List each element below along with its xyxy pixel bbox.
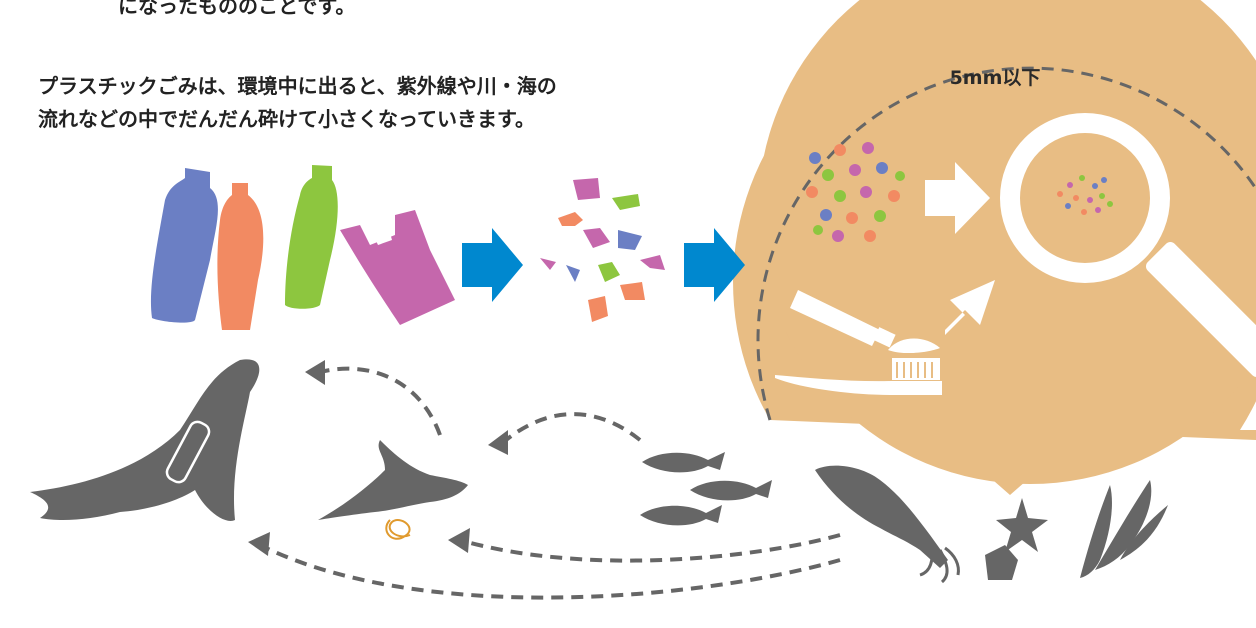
- pebble-icon: [985, 545, 1018, 580]
- seabird-icon: [318, 440, 468, 540]
- small-fragments-icon: [1057, 175, 1113, 215]
- arrowheads: [248, 360, 508, 556]
- intro-line-2: 流れなどの中でだんだん砕けて小さくなっていきます。: [38, 107, 535, 131]
- plastic-bag-icon: [340, 210, 455, 325]
- squid-icon: [815, 465, 960, 584]
- top-text-cut: になったもののことです。: [118, 0, 356, 18]
- down-arrow-icon: [970, 435, 1050, 495]
- plastic-bottle-green-icon: [285, 165, 338, 309]
- magnifying-glass-icon: [1000, 113, 1256, 378]
- fish-icon: [640, 452, 772, 526]
- plastic-bottle-orange-icon: [217, 183, 264, 330]
- plastic-bottle-blue-icon: [150, 168, 218, 323]
- starfish-icon: [996, 498, 1048, 552]
- white-arrows: [925, 162, 995, 335]
- food-chain-arrows: [259, 366, 841, 600]
- blue-arrow-icon: [684, 228, 745, 302]
- intro-line-1: プラスチックごみは、環境中に出ると、紫外線や川・海の: [38, 74, 557, 98]
- fragment-cluster-icon: [806, 142, 905, 242]
- size-label: 5mm以下: [949, 67, 1041, 89]
- seaweed-icon: [1080, 480, 1168, 578]
- plastic-fragments-icon: [540, 178, 665, 322]
- circle-fill: [758, 0, 1256, 484]
- sea-lion-icon: [30, 359, 260, 521]
- toothpaste-tube-icon: [790, 290, 940, 354]
- intro-text: プラスチックごみは、環境中に出ると、紫外線や川・海の 流れなどの中でだんだん砕け…: [38, 70, 557, 136]
- blue-arrow-icon: [462, 228, 523, 302]
- toothbrush-icon: [775, 358, 942, 395]
